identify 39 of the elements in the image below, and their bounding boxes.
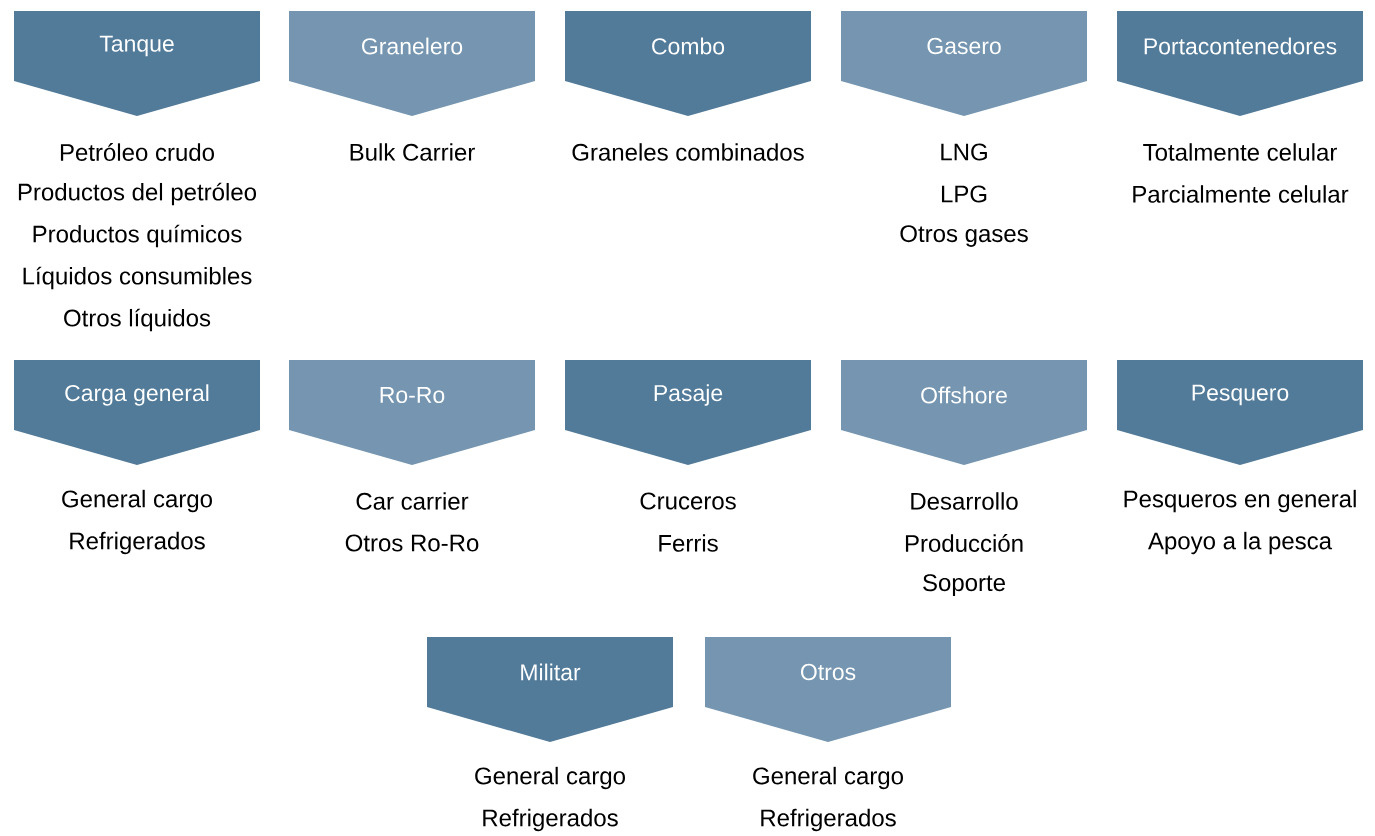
item-label: Ferris [659, 534, 718, 552]
item-label: Desarrollo [911, 492, 1018, 510]
item-label: Bulk Carrier [350, 143, 475, 161]
item-label: Producción [905, 534, 1023, 552]
item-label: General cargo [753, 766, 903, 790]
item-label: Car carrier [356, 492, 469, 510]
item-label: LNG [941, 143, 987, 161]
chevron-box: Militar [427, 637, 673, 742]
chevron-box: Ro-Ro [289, 360, 535, 465]
chevron-box: Portacontenedores [1117, 11, 1363, 116]
chevron-box: Pasaje [565, 360, 811, 465]
item-label: Productos químicos [33, 224, 242, 248]
item-label: Líquidos consumibles [23, 266, 252, 290]
chevron-box: Tanque [14, 11, 260, 116]
item-label: General cargo [475, 766, 625, 790]
item-label: Petróleo crudo [60, 143, 214, 161]
item-label: LPG [942, 185, 987, 203]
chevron-box: Gasero [841, 11, 1087, 116]
chevron-box: Otros [705, 637, 951, 742]
item-label: Parcialmente celular [1133, 185, 1349, 203]
item-label: Refrigerados [761, 808, 896, 832]
chevron-box: Carga general [14, 360, 260, 465]
chevron-box: Pesquero [1117, 360, 1363, 465]
item-label: Totalmente celular [1143, 143, 1337, 161]
chevron-box: Granelero [289, 11, 535, 116]
chevron-box: Offshore [841, 360, 1087, 465]
item-label: Refrigerados [70, 531, 205, 555]
chevron-box: Combo [565, 11, 811, 116]
item-label: Pesqueros en general [1124, 489, 1356, 513]
item-label: Apoyo a la pesca [1148, 531, 1333, 555]
item-label: Productos del petróleo [18, 182, 256, 206]
item-label: Graneles combinados [572, 143, 804, 161]
item-label: General cargo [62, 489, 212, 513]
item-label: Otros Ro-Ro [345, 534, 479, 552]
item-label: Refrigerados [483, 808, 618, 832]
item-label: Soporte [923, 574, 1005, 596]
item-label: Cruceros [640, 492, 736, 510]
item-label: Otros líquidos [64, 308, 211, 332]
item-label: Otros gases [900, 225, 1028, 247]
